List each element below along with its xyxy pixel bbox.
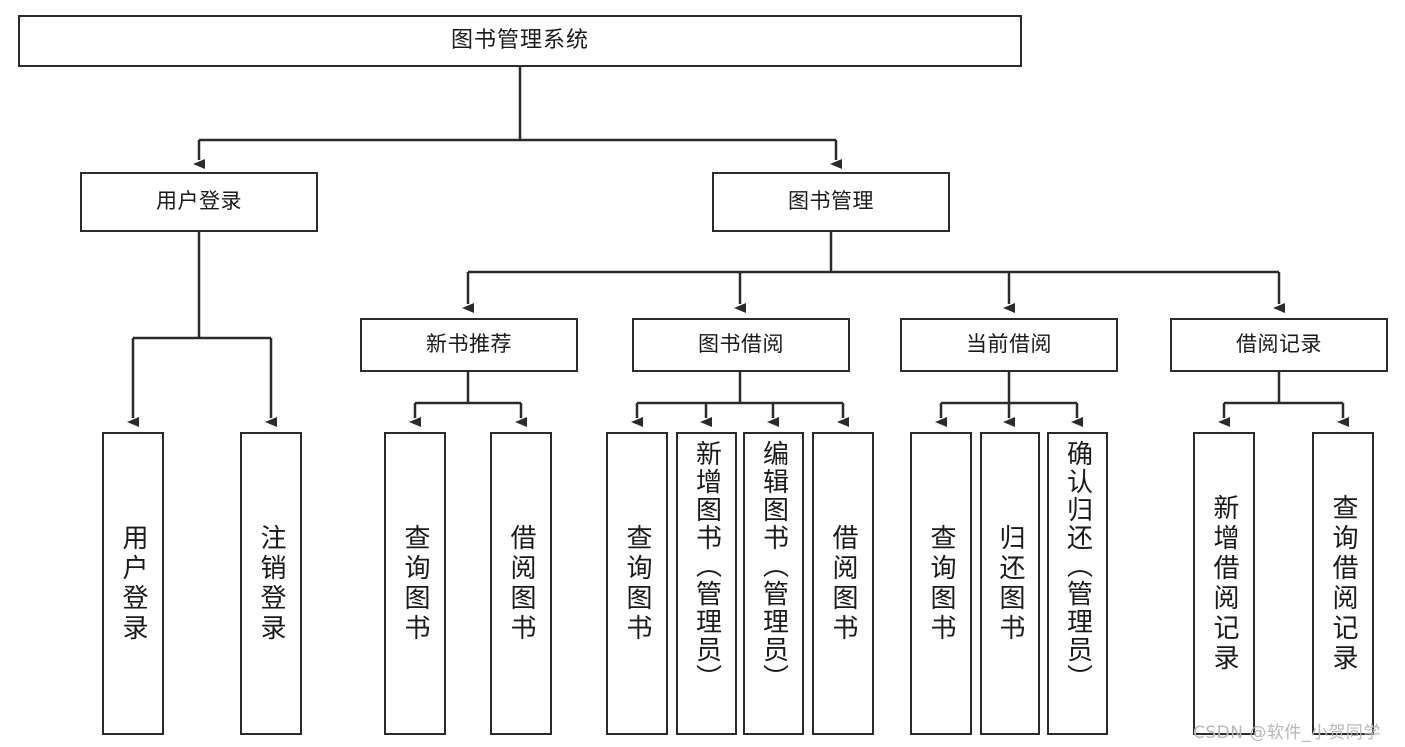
node-label: 查询借阅记录 [1328, 493, 1358, 674]
leaf-query-book-current[interactable]: 查询图书 [910, 432, 972, 735]
leaf-borrow-book[interactable]: 借阅图书 [812, 432, 874, 735]
node-label: 新书推荐 [426, 332, 512, 357]
node-label: 新增借阅记录 [1209, 493, 1239, 674]
leaf-user-login[interactable]: 用户登录 [102, 432, 164, 735]
node-label: 新增图书（管理员） [691, 440, 722, 692]
node-label: 用户登录 [156, 189, 242, 214]
node-label: 借阅图书 [828, 523, 858, 644]
node-label: 查询图书 [926, 523, 956, 644]
leaf-add-borrow-record[interactable]: 新增借阅记录 [1193, 432, 1255, 735]
node-label: 借阅图书 [506, 523, 536, 644]
leaf-query-borrow-record[interactable]: 查询借阅记录 [1312, 432, 1374, 735]
node-root-system[interactable]: 图书管理系统 [18, 15, 1022, 67]
node-borrow-record[interactable]: 借阅记录 [1170, 318, 1388, 372]
node-label: 当前借阅 [966, 332, 1052, 357]
leaf-query-book-borrow[interactable]: 查询图书 [606, 432, 668, 735]
leaf-borrow-book-recommend[interactable]: 借阅图书 [490, 432, 552, 735]
leaf-edit-book[interactable]: 编辑图书（管理员） [743, 432, 804, 735]
leaf-logout[interactable]: 注销登录 [240, 432, 302, 735]
leaf-confirm-return[interactable]: 确认归还（管理员） [1047, 432, 1108, 735]
node-label: 注销登录 [256, 523, 286, 644]
node-current-borrow[interactable]: 当前借阅 [900, 318, 1118, 372]
leaf-query-book-recommend[interactable]: 查询图书 [384, 432, 446, 735]
node-user-login[interactable]: 用户登录 [80, 172, 318, 232]
node-label: 查询图书 [400, 523, 430, 644]
node-label: 归还图书 [995, 523, 1025, 644]
node-book-manage[interactable]: 图书管理 [712, 172, 950, 232]
node-label: 确认归还（管理员） [1062, 440, 1093, 692]
node-label: 图书管理 [788, 189, 874, 214]
node-label: 编辑图书（管理员） [758, 440, 789, 692]
node-label: 借阅记录 [1236, 332, 1322, 357]
leaf-return-book[interactable]: 归还图书 [980, 432, 1040, 735]
node-label: 查询图书 [622, 523, 652, 644]
leaf-add-book[interactable]: 新增图书（管理员） [676, 432, 737, 735]
node-label: 图书管理系统 [450, 27, 589, 53]
node-label: 图书借阅 [698, 332, 784, 357]
csdn-watermark: CSDN @软件_小贺同学 [1193, 723, 1381, 743]
node-new-book-recommend[interactable]: 新书推荐 [360, 318, 578, 372]
node-book-borrow[interactable]: 图书借阅 [632, 318, 850, 372]
node-label: 用户登录 [118, 523, 148, 644]
